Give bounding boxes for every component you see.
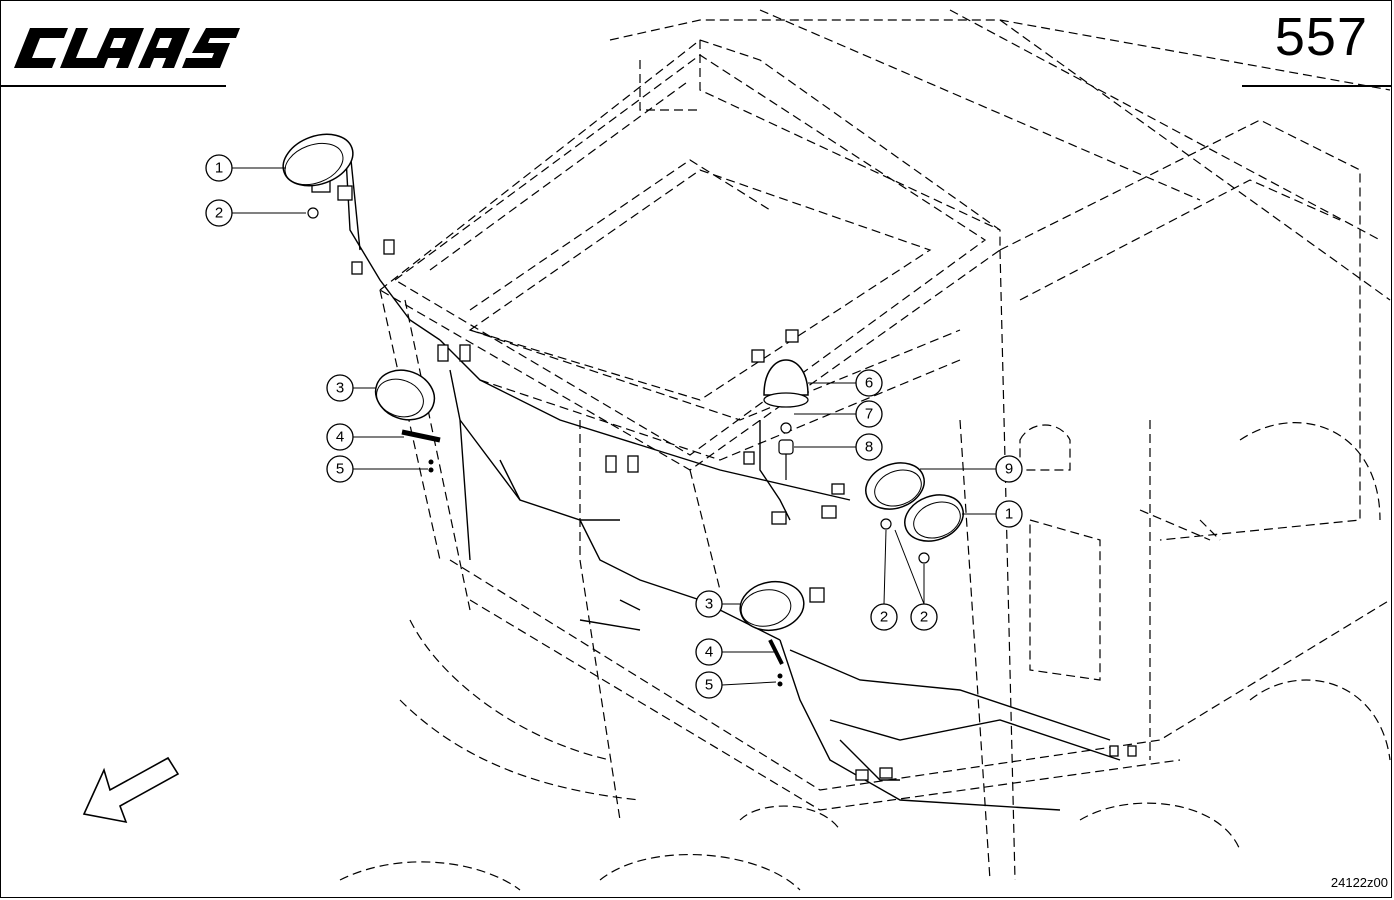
work-lamp-9 <box>865 462 925 530</box>
svg-text:6: 6 <box>865 375 873 392</box>
cab-outline-dashed <box>339 9 1391 891</box>
svg-text:5: 5 <box>336 461 344 478</box>
svg-text:3: 3 <box>705 596 713 613</box>
drawing-code: 24122z00 <box>1330 875 1388 890</box>
work-lamp-3-lower <box>739 580 805 687</box>
callout-8: 8 <box>855 433 883 461</box>
svg-text:1: 1 <box>215 160 223 177</box>
callout-9: 9 <box>995 455 1023 483</box>
svg-text:4: 4 <box>336 429 344 446</box>
work-lamp-3-left <box>374 369 441 473</box>
leader-lines <box>232 167 996 686</box>
callout-7: 7 <box>855 400 883 428</box>
arrow-down-left-icon <box>82 756 180 824</box>
callout-4-left: 4 <box>326 423 354 451</box>
callout-4-lower: 4 <box>695 638 723 666</box>
callout-3-lower: 3 <box>695 590 723 618</box>
svg-text:1: 1 <box>1005 506 1013 523</box>
logo-underline <box>0 85 226 87</box>
svg-text:5: 5 <box>705 677 713 694</box>
svg-text:9: 9 <box>1005 461 1013 478</box>
svg-text:3: 3 <box>336 380 344 397</box>
callout-5-lower: 5 <box>695 671 723 699</box>
work-lamp-1-top <box>282 133 354 219</box>
page-number: 557 <box>1274 7 1368 67</box>
page-number-underline <box>1242 85 1392 87</box>
claas-logo <box>14 28 240 68</box>
beacon-6 <box>763 359 809 480</box>
svg-text:2: 2 <box>920 609 928 626</box>
svg-text:8: 8 <box>865 439 873 456</box>
svg-text:7: 7 <box>865 406 873 423</box>
work-lamp-1-right <box>904 494 964 564</box>
callout-2-right-a: 2 <box>870 603 898 631</box>
connectors <box>311 175 1137 781</box>
svg-text:2: 2 <box>215 205 223 222</box>
callout-1-top: 1 <box>205 154 233 182</box>
callouts: 1 2 3 4 5 6 7 8 9 1 2 2 3 4 5 <box>205 154 1023 699</box>
svg-text:4: 4 <box>705 644 713 661</box>
wiring-harness <box>344 139 1121 811</box>
callout-2-top: 2 <box>205 199 233 227</box>
callout-2-right-b: 2 <box>910 603 938 631</box>
svg-text:2: 2 <box>880 609 888 626</box>
callout-1-right: 1 <box>995 500 1023 528</box>
callout-3-left: 3 <box>326 374 354 402</box>
callout-5-left: 5 <box>326 455 354 483</box>
callout-6: 6 <box>855 369 883 397</box>
